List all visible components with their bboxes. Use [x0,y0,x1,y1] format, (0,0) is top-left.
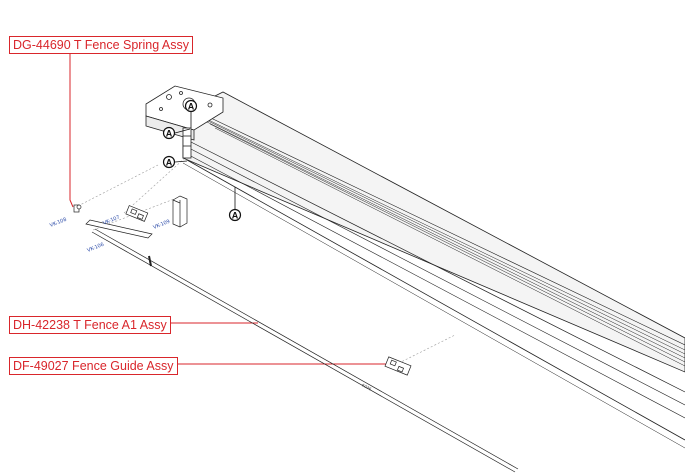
svg-text:A: A [232,211,239,221]
detail-badge-4[interactable]: A [228,208,242,222]
leader-spring [69,52,74,208]
part-ref-0[interactable]: VK-108 [49,217,68,229]
svg-text:A: A [166,158,173,168]
callout-a1-assy[interactable]: DH-42238 T Fence A1 Assy [9,316,171,334]
a1-strip [91,228,519,473]
clip-part [125,205,149,222]
assembly-guide-lines [77,157,456,366]
detail-badge-2[interactable]: A [162,126,176,140]
block-part [172,195,188,228]
callout-spring-assy[interactable]: DG-44690 T Fence Spring Assy [9,36,194,54]
callout-fence-guide-assy[interactable]: DF-49027 Fence Guide Assy [9,357,178,375]
detail-badge-3[interactable]: A [162,155,176,169]
svg-text:A: A [188,102,195,112]
svg-text:A: A [166,129,173,139]
part-ref-3[interactable]: VK-106 [86,242,105,254]
rail-marking: 6036 [361,382,373,391]
fence-guide-part [384,356,412,376]
detail-badge-1[interactable]: A [184,99,198,113]
part-ref-2[interactable]: VK-109 [152,219,171,231]
guide-bar-part [85,219,153,239]
detail-badges: A A A A [162,99,242,222]
fence-extrusion [182,91,685,449]
hardware-parts [73,195,412,376]
spring-part [73,204,82,213]
